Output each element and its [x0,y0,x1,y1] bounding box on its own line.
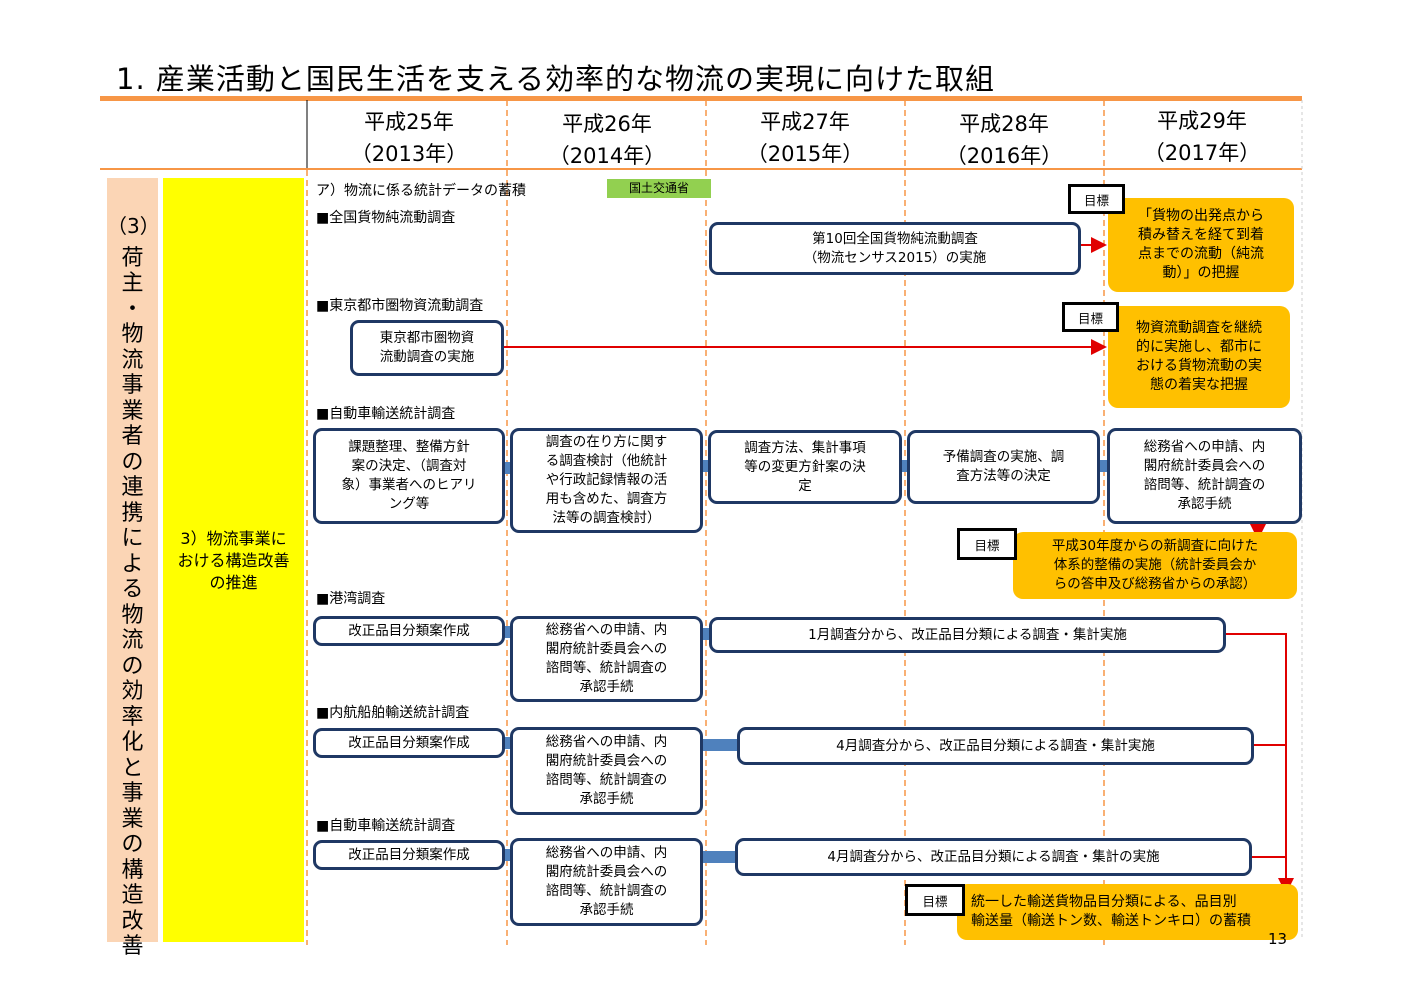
year-ad: （2014年） [548,144,666,168]
ship-step-3-box: 4月調査分から、改正品目分類による調査・集計実施 [737,727,1254,765]
auto-step-1-box: 課題整理、整備方針 案の決定、（調査対 象）事業者へのヒアリ ング等 [313,428,505,524]
category-char: の [121,449,144,475]
category-char: 善 [121,934,144,959]
year-ad: （2013年） [350,142,468,166]
category-number: （3） [107,214,160,238]
car-step-3-box: 4月調査分から、改正品目分類による調査・集計の実施 [735,838,1252,876]
goal-tag: 目標 [957,528,1017,560]
sub-category-label: 3）物流事業における構造改善の推進 [177,529,290,592]
section-auto-stats: ■自動車輸送統計調査 [316,406,456,422]
port-step-3-box: 1月調査分から、改正品目分類による調査・集計実施 [709,617,1226,653]
car-step-2-box: 総務省への申請、内 閣府統計委員会への 諮問等、統計調査の 承認手続 [510,838,703,926]
auto-step-5-box: 総務省への申請、内 閣府統計委員会への 諮問等、統計調査の 承認手続 [1107,428,1302,524]
section-tokyo-flow: ■東京都市圏物資流動調査 [316,298,484,314]
category-char: の [121,832,144,857]
car-step-1-box: 改正品目分類案作成 [313,840,505,870]
goal-new-survey: 平成30年度からの新調査に向けた 体系的整備の実施（統計委員会か らの答申及び総… [1013,532,1297,599]
category-char: 主 [121,271,144,296]
category-char: ・ [121,296,144,322]
goal-tag: 目標 [1062,302,1119,332]
section-cargo-flow: ■全国貨物純流動調査 [316,210,456,226]
goal-tag: 目標 [905,884,965,916]
category-char: 物 [121,602,144,628]
year-ad: （2016年） [945,144,1063,168]
category-char: 連 [121,475,144,500]
port-step-2-box: 総務省への申請、内 閣府統計委員会への 諮問等、統計調査の 承認手続 [510,616,703,702]
section-coastal-ship: ■内航船舶輸送統計調査 [316,705,470,721]
tokyo-survey-box: 東京都市圏物資 流動調査の実施 [350,320,504,376]
category-char: 荷 [121,245,144,271]
year-era: 平成27年 [760,110,850,134]
section-auto-stats-2: ■自動車輸送統計調査 [316,818,456,834]
ship-step-1-box: 改正品目分類案作成 [313,728,505,758]
year-era: 平成26年 [562,112,652,136]
year-header-2014: 平成26年 （2014年） [508,108,706,172]
goal-cargo-flow: 「貨物の出発点から 積み替えを経て到着 点までの流動（純流 動）」の把握 [1108,198,1294,292]
port-step-1-box: 改正品目分類案作成 [313,616,505,646]
category-char: よ [121,551,144,577]
year-header-2017: 平成29年 （2017年） [1103,105,1301,169]
ministry-badge: 国土交通省 [607,179,711,198]
category-char: 流 [121,347,144,373]
category-char: 率 [121,704,144,730]
census-box: 第10回全国貨物純流動調査 （物流センサス2015）の実施 [709,222,1081,275]
category-char: 流 [121,628,144,653]
auto-step-2-box: 調査の在り方に関す る調査検討（他統計 や行政記録情報の活 用も含めた、調査方 … [510,428,703,533]
auto-step-3-box: 調査方法、集計事項 等の変更方針案の決 定 [708,430,902,504]
year-ad: （2015年） [746,142,864,166]
year-era: 平成25年 [364,110,454,134]
goal-tag: 目標 [1068,184,1125,214]
category-char: 造 [121,883,144,908]
category-char: 効 [121,679,144,704]
category-char: と [121,755,144,781]
category-char: 改 [121,908,144,934]
year-header-2015: 平成27年 （2015年） [706,106,904,170]
auto-step-4-box: 予備調査の実施、調 査方法等の決定 [907,430,1100,504]
category-char: 業 [121,806,144,832]
section-a-label: ア）物流に係る統計データの蓄積 [316,183,526,199]
category-char: に [121,526,144,551]
year-era: 平成29年 [1157,109,1247,133]
category-char: 物 [121,322,144,347]
category-text: 荷主・物流事業者の連携による物流の効率化と事業の構造改善 [107,246,158,960]
category-char: 者 [121,424,144,449]
year-ad: （2017年） [1143,141,1261,165]
page-title: 1. 産業活動と国民生活を支える効率的な物流の実現に向けた取組 [116,62,996,96]
red-arrow [1224,633,1294,894]
year-header-2013: 平成25年 （2013年） [310,106,508,170]
category-char: る [121,577,144,602]
category-char: 化 [121,730,144,755]
goal-tokyo-flow: 物資流動調査を継続 的に実施し、都市に おける貨物流動の実 態の着実な把握 [1108,306,1290,408]
section-port: ■港湾調査 [316,591,386,607]
goal-unified-classification: 統一した輸送貨物品目分類による、品目別 輸送量（輸送トン数、輸送トンキロ）の蓄積 [957,884,1298,940]
left-category-band [107,178,158,942]
category-char: 構 [121,857,144,883]
category-char: 事 [121,781,144,806]
header-divider [100,168,1302,170]
category-char: の [121,653,144,679]
category-char: 事 [121,373,144,398]
left-category-label: （3） 荷主・物流事業者の連携による物流の効率化と事業の構造改善 [107,214,160,960]
page-number: 13 [1268,930,1288,948]
year-era: 平成28年 [959,112,1049,136]
title-underline [100,96,1302,101]
category-char: 業 [121,398,144,424]
category-char: 携 [121,500,144,526]
ship-step-2-box: 総務省への申請、内 閣府統計委員会への 諮問等、統計調査の 承認手続 [510,727,703,815]
year-header-2016: 平成28年 （2016年） [905,108,1103,172]
sub-category-band [163,178,304,942]
